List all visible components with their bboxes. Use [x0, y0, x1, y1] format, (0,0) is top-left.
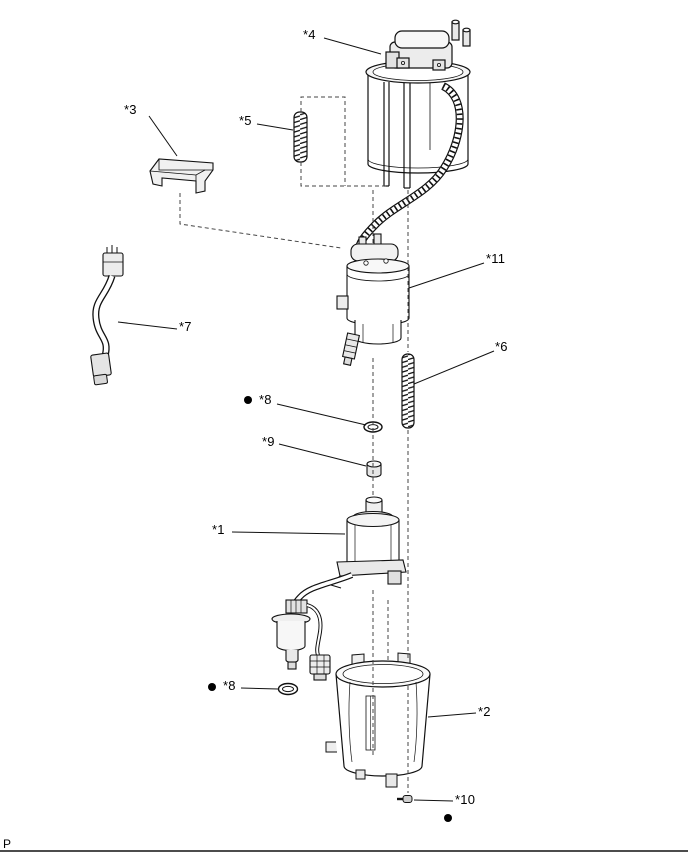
part-11-fuel-filter	[336, 233, 410, 366]
part-10-screw	[397, 795, 413, 803]
callout-label-part-10: *10	[455, 792, 476, 807]
callout-label-part-4: *4	[303, 27, 316, 42]
leader-lines	[117, 37, 495, 802]
assembly-dashed-lines	[179, 96, 409, 793]
part-6-spring	[401, 353, 415, 429]
callout-label-part-7: *7	[179, 319, 192, 334]
callout-label-part-8-lower: *8	[223, 678, 236, 693]
callout-label-part-2: *2	[478, 704, 491, 719]
callout-label-part-8-upper: *8	[259, 392, 272, 407]
part-7-wire-harness	[90, 245, 124, 386]
page-footer-marker: P	[3, 837, 12, 851]
callout-label-part-5: *5	[239, 113, 252, 128]
corrugated-hose	[354, 82, 464, 253]
bullet-part-10	[444, 814, 452, 822]
part-1-fuel-pump	[271, 496, 407, 681]
part-5-spring	[293, 111, 308, 163]
callout-label-part-11: *11	[486, 251, 506, 266]
part-4-pump-module-plate	[365, 19, 471, 189]
callout-label-part-3: *3	[124, 102, 137, 117]
bullet-part-8-lower	[208, 683, 216, 691]
callout-label-part-6: *6	[495, 339, 508, 354]
bullet-markers	[208, 396, 452, 822]
callout-label-part-9: *9	[262, 434, 275, 449]
part-9-spacer	[366, 460, 382, 478]
part-8-o-ring-lower	[277, 682, 299, 696]
callout-label-part-1: *1	[212, 522, 225, 537]
part-3-clip	[149, 158, 214, 194]
part-2-reservoir-case	[325, 652, 431, 788]
bullet-part-8-upper	[244, 396, 252, 404]
